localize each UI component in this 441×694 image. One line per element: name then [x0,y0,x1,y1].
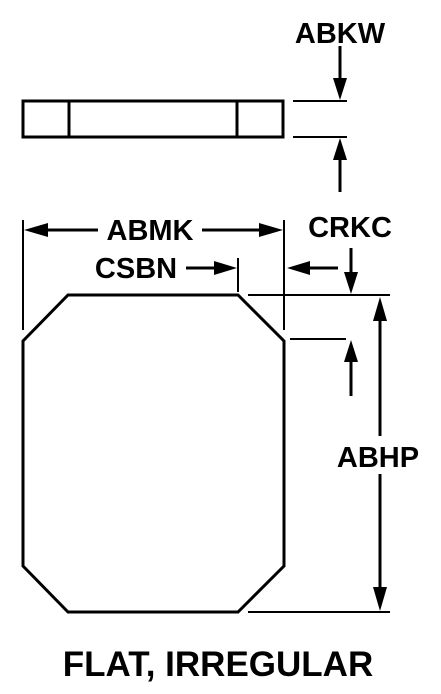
abmk-arrow-left [24,223,48,237]
abhp-arrow-up [373,297,387,321]
dimension-crkc: CRKC [287,212,392,396]
flat-irregular-shape [21,293,286,614]
abkw-arrow-up [333,138,347,160]
side-view [21,99,285,139]
csbn-label: CSBN [95,253,177,285]
abmk-arrow-right [259,223,283,237]
dimension-csbn: CSBN [95,253,239,292]
abmk-label: ABMK [107,215,194,247]
crkc-arrow-down [344,272,358,294]
abhp-arrow-down [373,587,387,611]
crkc-arrow-up [344,340,358,362]
diagram-caption: FLAT, IRREGULAR [63,645,373,684]
dimension-abkw: ABKW [293,18,386,192]
csbn-arrow-right [214,261,237,275]
abhp-label: ABHP [337,442,419,474]
crkc-arrow-left [287,261,310,275]
dimension-abhp: ABHP [248,294,419,613]
abkw-label: ABKW [295,18,386,50]
abkw-arrow-down [333,78,347,100]
crkc-label: CRKC [308,212,392,244]
dimension-abmk: ABMK [22,215,285,330]
side-view-outline [21,99,285,139]
